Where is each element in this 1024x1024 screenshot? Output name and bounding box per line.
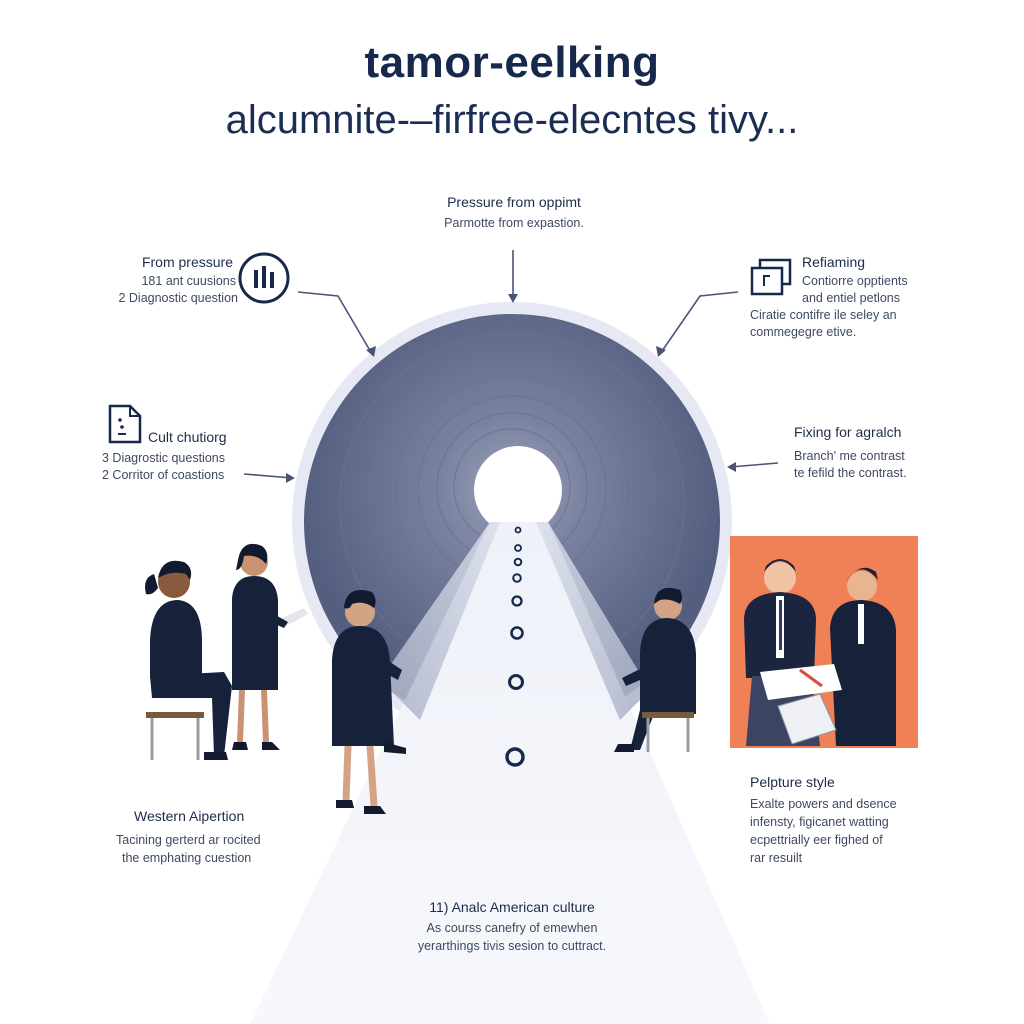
left-beam [380, 522, 500, 720]
bottom-center-heading: 11) Analc American culture [429, 899, 595, 915]
diagram-subtitle: alcumnite-–firfree-elecntes tivy... [225, 98, 799, 142]
right-beam [536, 522, 650, 720]
right-mid-line2: te fefild the contrast. [794, 466, 907, 480]
path-markers [505, 526, 525, 767]
seated-woman [145, 560, 232, 760]
right-top-line3: Ciratie contifre ile seley an [750, 308, 897, 322]
seated-man [614, 587, 696, 752]
standing-man [332, 590, 406, 814]
arrowheads [286, 294, 736, 483]
left-mid-line2: 2 Corritor of coastions [102, 468, 225, 482]
right-top-line4: commegegre etive. [750, 325, 857, 339]
top-center-heading: Pressure from oppimt [447, 194, 581, 210]
panel-papers [760, 664, 842, 700]
diagram-title: tamor-eelking [364, 38, 660, 87]
frames-icon [750, 258, 792, 296]
right-top-line1: Contiorre opptients [802, 274, 908, 288]
bottom-left-heading: Western Aipertion [134, 808, 245, 824]
bottom-right-line4: rar resuilt [750, 851, 803, 865]
tunnel-light [474, 446, 562, 534]
bottom-left-line2: the emphating cuestion [122, 851, 252, 865]
left-mid-line1: 3 Diagrostic questions [102, 451, 225, 465]
tunnel-path [250, 522, 770, 1024]
arrows [243, 250, 779, 479]
right-mid-line1: Branch' me contrast [794, 449, 905, 463]
bottom-center-line2: yerarthings tivis sesion to cuttract. [417, 939, 607, 953]
bottom-right-heading: Pelpture style [750, 774, 835, 790]
left-top-line2: 2 Diagnostic question [118, 291, 238, 305]
right-top-line2: and entiel petlons [802, 291, 900, 305]
bottom-right-line3: ecpettrially eer fighed of [750, 833, 883, 847]
left-mid-heading: Cult chutiorg [148, 429, 227, 445]
bottom-center-line1: As courss canefry of emewhen [426, 921, 598, 935]
bottom-right-line1: Exalte powers and dsence [750, 797, 897, 811]
left-top-heading: From pressure [141, 254, 233, 270]
panel-person-right [830, 567, 896, 746]
document-icon [108, 404, 142, 444]
bottom-left-line1: Tacining gerterd ar rocited [116, 833, 261, 847]
bottom-right-line2: infensty, figicanet watting [750, 815, 889, 829]
bar-chart-icon [238, 252, 290, 304]
top-center-text: Parmotte from expastion. [444, 216, 584, 230]
standing-woman [232, 543, 308, 750]
right-mid-heading: Fixing for agralch [794, 424, 902, 440]
right-top-heading: Refiaming [802, 254, 866, 270]
panel-document [777, 693, 837, 745]
left-top-line1: 181 ant cuusions [141, 274, 236, 288]
